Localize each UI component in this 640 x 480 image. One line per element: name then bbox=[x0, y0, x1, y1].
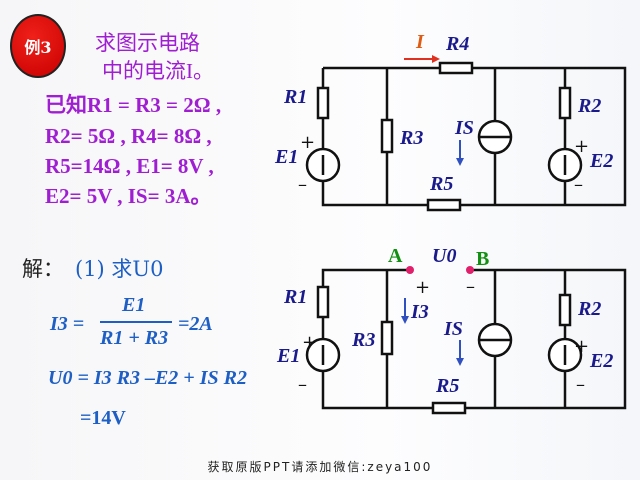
solution-heading: 解： bbox=[22, 257, 64, 281]
svg-text:–: – bbox=[576, 374, 585, 395]
solution-step: (1) 求U0 bbox=[75, 257, 164, 281]
label-e2-b: E2 bbox=[589, 350, 613, 372]
problem-line-6: E2= 5V , IS= 3A。 bbox=[45, 184, 212, 208]
svg-text:+: + bbox=[300, 132, 315, 153]
label-r4: R4 bbox=[445, 33, 469, 55]
svg-text:+: + bbox=[415, 277, 430, 298]
example-badge: 例3 bbox=[10, 14, 66, 78]
label-a: A bbox=[388, 245, 403, 267]
eq1-right: =2A bbox=[178, 313, 213, 335]
problem-line-4: R2= 5Ω , R4= 8Ω , bbox=[45, 124, 212, 148]
label-i3: I3 bbox=[410, 301, 429, 323]
label-r3: R3 bbox=[399, 127, 423, 149]
eq1-numerator: E1 bbox=[122, 294, 146, 316]
label-u0: U0 bbox=[432, 245, 456, 267]
problem-line-2: 中的电流I。 bbox=[102, 59, 214, 83]
label-is-b: IS bbox=[443, 318, 463, 340]
svg-text:–: – bbox=[298, 174, 307, 195]
eq1-left: I3 = bbox=[50, 313, 85, 335]
label-r5-b: R5 bbox=[435, 375, 459, 397]
circuit-1 bbox=[305, 55, 627, 212]
resistor-r2 bbox=[558, 86, 572, 120]
svg-text:–: – bbox=[466, 276, 475, 297]
label-e1: E1 bbox=[274, 146, 298, 168]
eq1-denominator: R1 + R3 bbox=[100, 327, 169, 349]
resistor-r1 bbox=[316, 86, 330, 120]
svg-text:–: – bbox=[574, 174, 583, 195]
resistor-r5 bbox=[426, 198, 462, 212]
svg-text:–: – bbox=[298, 374, 307, 395]
label-r2: R2 bbox=[577, 95, 601, 117]
label-e2: E2 bbox=[589, 150, 613, 172]
resistor-r4 bbox=[438, 61, 474, 75]
label-current-i: I bbox=[415, 31, 425, 53]
label-b: B bbox=[476, 248, 489, 270]
svg-text:+: + bbox=[574, 336, 589, 357]
label-r2-b: R2 bbox=[577, 298, 601, 320]
circuit-2 bbox=[305, 266, 627, 415]
eq3: =14V bbox=[80, 407, 126, 429]
svg-text:+: + bbox=[302, 332, 317, 353]
fraction-bar bbox=[100, 321, 172, 323]
node-a bbox=[406, 266, 414, 274]
label-r1-b: R1 bbox=[283, 286, 307, 308]
problem-line-1: 求图示电路 bbox=[95, 31, 200, 55]
node-b bbox=[466, 266, 474, 274]
problem-line-5: R5=14Ω , E1= 8V , bbox=[45, 154, 214, 178]
label-r1: R1 bbox=[283, 86, 307, 108]
svg-text:+: + bbox=[574, 136, 589, 157]
label-e1-b: E1 bbox=[276, 345, 300, 367]
resistor-r3 bbox=[380, 118, 394, 154]
problem-line-3: 已知R1 = R3 = 2Ω , bbox=[45, 93, 222, 117]
label-r5: R5 bbox=[429, 173, 453, 195]
eq2: U0 = I3 R3 –E2 + IS R2 bbox=[48, 367, 247, 389]
label-r3-b: R3 bbox=[351, 329, 375, 351]
footer-watermark: 获取原版PPT请添加微信:zeya100 bbox=[207, 460, 433, 474]
label-is: IS bbox=[454, 117, 474, 139]
